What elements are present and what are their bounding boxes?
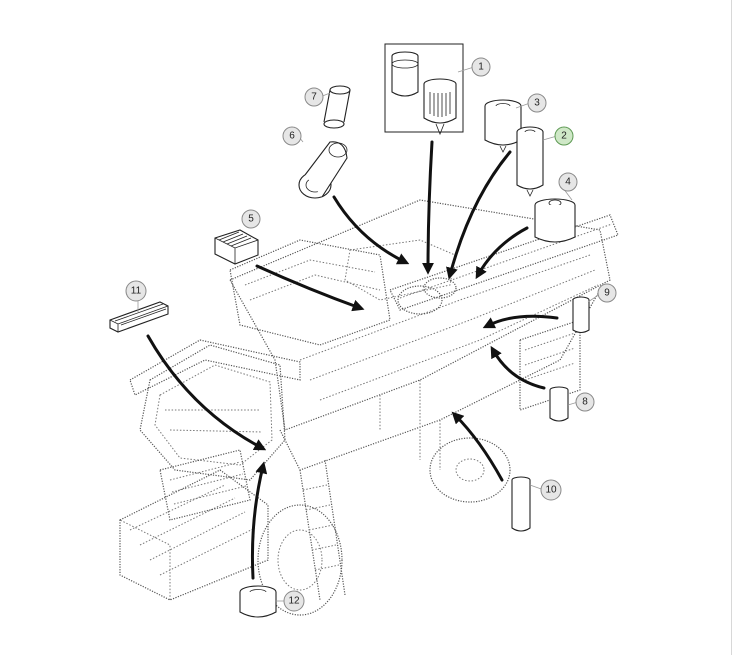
callout-11[interactable]: 11 (125, 280, 147, 302)
pointer-arrows (146, 140, 559, 580)
callout-10[interactable]: 10 (540, 479, 562, 501)
filter-5-panel (214, 229, 259, 265)
filter-7-inner-element (323, 85, 351, 129)
filter-2-spin-on (516, 126, 544, 197)
callout-1[interactable]: 1 (471, 57, 491, 77)
filter-4-air-element (534, 198, 576, 243)
filter-11-cab-air (109, 301, 169, 333)
svg-text:2: 2 (561, 131, 567, 142)
callout-2[interactable]: 2 (554, 126, 574, 146)
svg-text:6: 6 (289, 131, 295, 142)
panel-divider (731, 0, 732, 655)
callout-7[interactable]: 7 (304, 87, 324, 107)
svg-text:3: 3 (534, 98, 540, 109)
svg-text:9: 9 (604, 288, 610, 299)
filter-9-cartridge (572, 296, 590, 334)
callout-5[interactable]: 5 (241, 209, 261, 229)
svg-text:7: 7 (311, 92, 317, 103)
callout-6[interactable]: 6 (282, 126, 302, 146)
svg-text:12: 12 (288, 596, 300, 607)
filter-8-cartridge (549, 386, 569, 422)
callout-3[interactable]: 3 (527, 93, 547, 113)
filter-12-round (239, 585, 277, 618)
callout-12[interactable]: 12 (283, 590, 305, 612)
filter-6-air-primary (298, 141, 348, 199)
filter-3-spin-on (484, 99, 522, 153)
callout-4[interactable]: 4 (558, 172, 578, 192)
filter-1-fuel-filter-kit (384, 43, 464, 136)
combine-harvester-illustration (119, 199, 619, 616)
svg-text:8: 8 (582, 397, 588, 408)
svg-text:5: 5 (248, 214, 254, 225)
callout-9[interactable]: 9 (597, 283, 617, 303)
filter-10-cartridge (511, 476, 531, 532)
svg-text:1: 1 (478, 62, 484, 73)
svg-text:4: 4 (565, 177, 571, 188)
svg-text:10: 10 (545, 485, 557, 496)
callout-8[interactable]: 8 (575, 392, 595, 412)
svg-text:11: 11 (131, 286, 142, 297)
